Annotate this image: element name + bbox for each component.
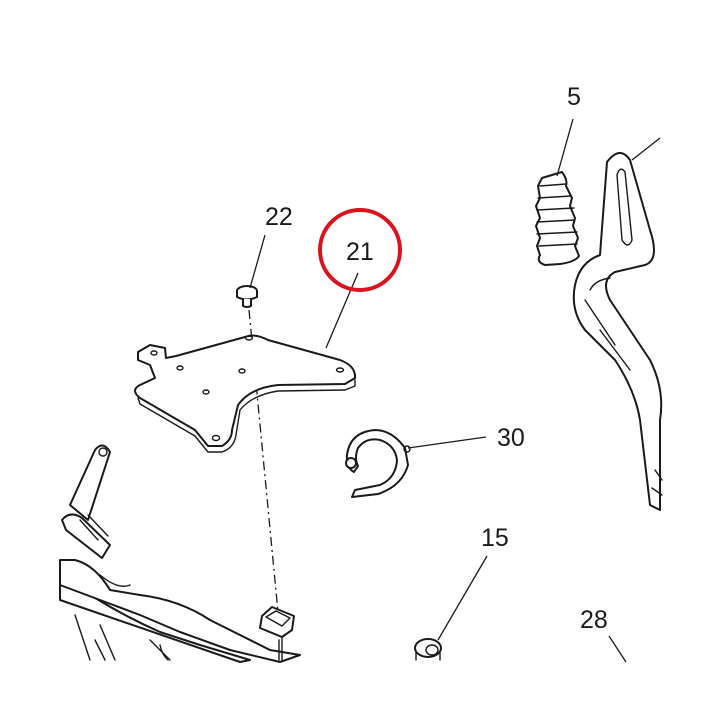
callout-28: 28 (580, 606, 608, 634)
callout-30: 30 (497, 424, 525, 452)
callout-5: 5 (567, 83, 581, 111)
callout-15: 15 (481, 524, 509, 552)
rubber-grip-part (535, 171, 580, 266)
bushing-part (414, 638, 442, 661)
screw-part (236, 285, 258, 308)
mounting-plate-part (134, 334, 357, 453)
clip-part (345, 429, 411, 498)
lever-part (572, 152, 663, 511)
frame-part (59, 444, 301, 663)
callout-22: 22 (265, 203, 293, 231)
highlight-circle (318, 208, 402, 292)
leader-lines (249, 118, 661, 663)
nut-part (259, 606, 295, 661)
assembly-axis-line (248, 309, 279, 613)
callout-21: 21 (346, 238, 374, 266)
